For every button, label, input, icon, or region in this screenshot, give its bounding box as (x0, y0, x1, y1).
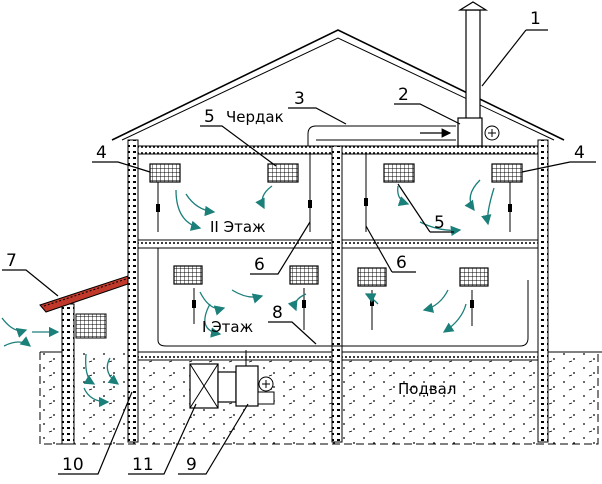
callout-9: 9 (186, 455, 197, 475)
basement-label: Подвал (398, 380, 456, 398)
callout-8: 8 (272, 303, 283, 323)
grille-1f-a (173, 265, 203, 285)
floor2-label: II Этаж (210, 218, 266, 236)
grille-1f-d (459, 267, 489, 287)
porch-canopy (39, 275, 129, 339)
grille-2f-left (149, 163, 181, 183)
attic-exhaust-duct (300, 125, 456, 147)
callout-5-left: 5 (204, 107, 215, 127)
grille-2f-center-right (383, 163, 415, 183)
grille-1f-b (289, 265, 319, 285)
grille-2f-center-left (267, 163, 299, 183)
callout-6-right: 6 (396, 253, 407, 273)
attic-label: Чердак (226, 108, 284, 126)
callout-5-right: 5 (434, 213, 445, 233)
grille-2f-right (491, 163, 523, 183)
supply-fan-unit (235, 365, 259, 407)
grille-1f-c (357, 267, 387, 287)
callout-2: 2 (398, 85, 409, 105)
basement-equipment (189, 350, 275, 409)
roof (111, 29, 565, 141)
callout-6-left: 6 (254, 255, 265, 275)
ground (39, 351, 602, 445)
porch-vent-grille (75, 313, 107, 339)
callout-11: 11 (132, 455, 154, 475)
exhaust-stack (457, 1, 489, 147)
callout-1: 1 (530, 9, 541, 29)
callouts: 1 2 3 4 4 5 5 6 6 7 8 9 10 11 (2, 9, 596, 475)
callout-4-right: 4 (574, 143, 585, 163)
callout-4-left: 4 (96, 143, 107, 163)
attic-fan (484, 125, 500, 141)
callout-7: 7 (6, 251, 17, 271)
vent-grilles (149, 163, 523, 287)
room-labels: Чердак II Этаж I Этаж Подвал (202, 108, 456, 398)
floor1-label: I Этаж (202, 318, 253, 336)
callout-3: 3 (294, 89, 305, 109)
air-flow-arrows (1, 179, 495, 408)
callout-10: 10 (62, 455, 84, 475)
